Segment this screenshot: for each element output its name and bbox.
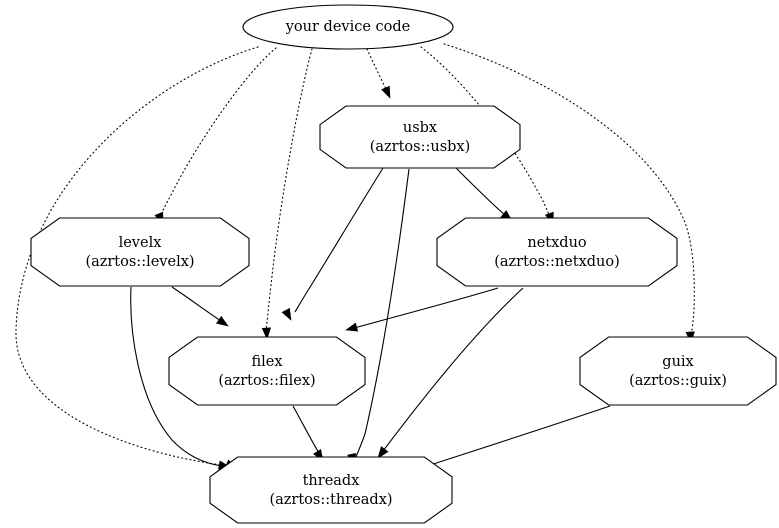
node-label-namespace: (azrtos::usbx) [370,139,471,155]
node-label-namespace: (azrtos::guix) [629,373,727,389]
node-netxduo[interactable]: netxduo(azrtos::netxduo) [436,217,678,287]
node-filex[interactable]: filex(azrtos::filex) [168,336,366,406]
node-label-primary: usbx [403,120,437,136]
edge-line [171,286,222,322]
arrow-head-icon [381,85,391,99]
node-label-primary: filex [251,354,282,370]
node-device[interactable]: your device code [242,4,454,50]
node-label-namespace: (azrtos::levelx) [85,254,194,270]
edge-usbx-to-netxduo [455,167,513,222]
edge-levelx-to-filex [171,286,229,327]
arrow-head-icon [377,446,389,459]
node-label-primary: threadx [303,473,360,489]
node-shape-octagon[interactable] [319,105,521,169]
node-shape-octagon[interactable] [168,336,366,406]
arrow-head-icon [345,322,359,332]
node-label-namespace: (azrtos::threadx) [269,492,392,508]
edge-line [366,48,387,90]
node-label-primary: levelx [119,235,162,251]
edge-line [265,48,313,333]
edge-line [443,43,695,337]
edge-line [455,167,506,216]
edge-usbx-to-threadx [347,168,410,466]
edge-usbx-to-filex [281,167,384,321]
edge-line [292,405,320,454]
edge-line [15,46,259,467]
node-threadx[interactable]: threadx(azrtos::threadx) [209,456,453,524]
node-label-primary: guix [662,354,693,370]
edge-line [294,167,384,313]
node-levelx[interactable]: levelx(azrtos::levelx) [30,217,250,287]
edge-line [130,286,223,467]
node-label-namespace: (azrtos::netxduo) [494,254,620,270]
node-shape-octagon[interactable] [209,456,453,524]
node-shape-octagon[interactable] [579,336,777,406]
arrow-head-icon [216,315,229,327]
arrow-head-icon [261,327,272,340]
edge-line [355,168,410,458]
node-label-primary: netxduo [527,235,586,251]
edge-line [382,287,524,452]
arrow-head-icon [281,307,292,321]
node-shape-octagon[interactable] [30,217,250,287]
edge-netxduo-to-filex [345,287,499,332]
edge-guix-to-threadx [412,405,611,473]
edge-device-to-filex [261,48,313,340]
edge-device-to-usbx [366,48,391,99]
node-shape-ellipse[interactable] [242,4,454,50]
edge-line [420,46,551,218]
edge-line [159,47,277,218]
edge-line [420,405,611,469]
edge-filex-to-threadx [292,405,324,462]
node-usbx[interactable]: usbx(azrtos::usbx) [319,105,521,169]
edge-netxduo-to-threadx [377,287,524,459]
edge-line [353,287,499,329]
node-shape-octagon[interactable] [436,217,678,287]
edge-device-to-levelx [154,47,277,225]
node-label-namespace: (azrtos::filex) [218,373,315,389]
nodes-layer: your device codeusbx(azrtos::usbx)levelx… [30,4,777,524]
node-label-primary: your device code [285,19,411,35]
node-guix[interactable]: guix(azrtos::guix) [579,336,777,406]
